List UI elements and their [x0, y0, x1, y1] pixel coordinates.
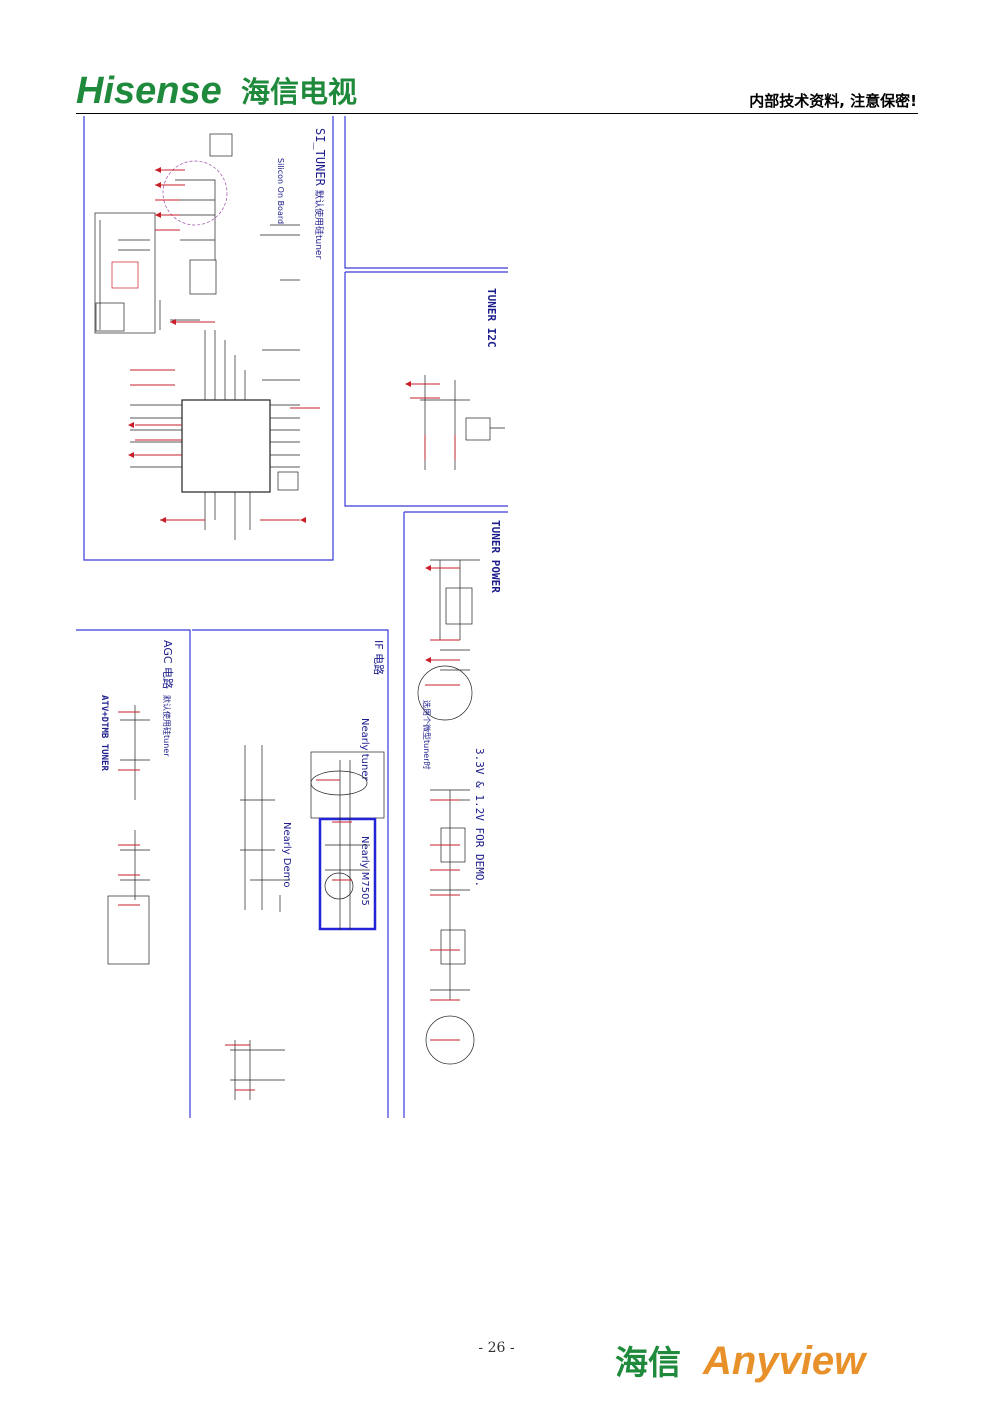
- tuner-i2c-title: TUNER I2C: [485, 288, 498, 348]
- atv-dtmb-label: ATV+DTMB TUNER: [99, 695, 109, 771]
- if-red: [225, 779, 352, 1091]
- brand-cn: 海信电视: [241, 75, 357, 109]
- nearly-m7505-label: Nearly M7505: [359, 836, 370, 906]
- si-tuner-red-wires: [130, 169, 320, 521]
- page-number: - 26 -: [478, 1340, 515, 1356]
- tuner-power-red: [425, 567, 460, 686]
- if-title: IF 电路: [372, 640, 385, 675]
- si-tuner-circuit: [94, 133, 300, 540]
- agc-circuit: [107, 705, 150, 965]
- if-circuit: [230, 745, 385, 1100]
- agc-note: 默认使用硅tuner: [162, 695, 172, 757]
- agc-title: AGC 电路: [161, 640, 174, 689]
- silicon-on-board-label: Silicon On Board: [276, 158, 285, 224]
- i2c-ground-icon: [405, 381, 411, 387]
- demo-power-circuit: [425, 789, 475, 1065]
- agc-red: [118, 711, 140, 906]
- tuner-i2c-circuit: [420, 375, 505, 470]
- si-tuner-note: 默认使用硅tuner: [313, 190, 325, 259]
- footer-logo: 海信 Anyview: [615, 1322, 920, 1384]
- select-note: 选用个微型tuner时: [422, 700, 432, 770]
- header-logo: Hisense 海信电视: [76, 70, 406, 112]
- tuner-i2c-red: [410, 383, 456, 460]
- power-ground-icon: [425, 565, 431, 571]
- panel-frames: [76, 116, 508, 1118]
- tuner-power-title: TUNER POWER: [489, 520, 502, 593]
- tuner-power-circuit: [417, 559, 480, 721]
- footer-brand-latin: Anyview: [702, 1339, 868, 1383]
- si-tuner-title: SI_TUNER: [313, 128, 327, 187]
- confidential-note: 内部技术资料, 注意保密!: [749, 92, 917, 110]
- nearly-tuner-label: Nearly tuner: [359, 718, 370, 781]
- schematic-diagram: SI_TUNER 默认使用硅tuner Silicon On Board TUN…: [76, 116, 508, 1118]
- brand-latin: Hisense: [76, 70, 222, 110]
- demo-power-red: [430, 799, 460, 1041]
- header-divider: [76, 113, 918, 114]
- nearly-demo-label: Nearly Demo: [281, 822, 292, 887]
- footer-brand-cn: 海信: [615, 1343, 681, 1382]
- power-33-12-title: 3.3V & 1.2V FOR DEMO.: [473, 748, 486, 887]
- power-ground-icon-2: [425, 657, 431, 663]
